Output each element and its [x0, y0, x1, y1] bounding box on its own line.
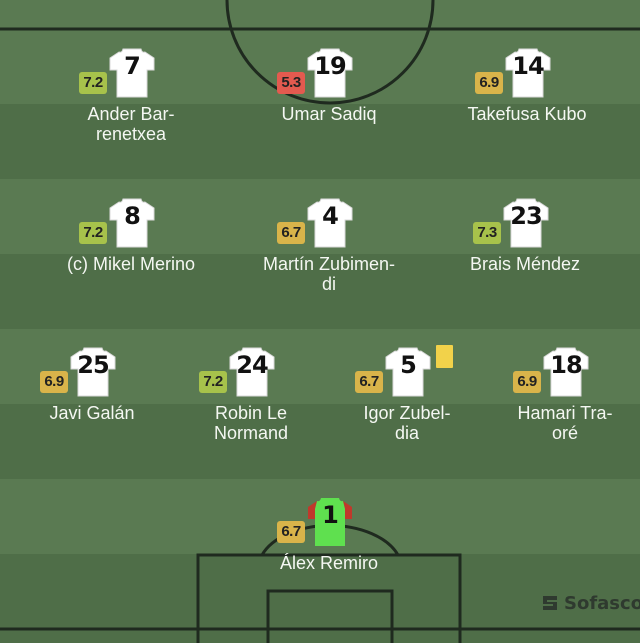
player-name: Umar Sadiq: [239, 104, 419, 124]
penalty-box: [196, 553, 462, 643]
player-name-line: Umar Sadiq: [281, 104, 377, 124]
player-rating-badge: 6.7: [277, 222, 305, 244]
player-name-line: Ander Bar-: [87, 104, 175, 124]
shirt-icon: 7: [109, 46, 155, 98]
player-name-line: oré: [551, 423, 578, 443]
player-name-line: di: [321, 274, 336, 294]
player-name: Hamari Tra- oré: [475, 403, 640, 443]
shirt-icon: 8: [109, 196, 155, 248]
sofascore-logo-icon: [543, 596, 557, 610]
player-name-line: Javi Galán: [49, 403, 135, 423]
player-card[interactable]: 5 6.7 Igor Zubel- dia: [317, 345, 497, 475]
center-circle: [225, 0, 435, 105]
player-name: Javi Galán: [2, 403, 182, 423]
player-card[interactable]: 25 6.9 Javi Galán: [2, 345, 182, 475]
pitch-stripe: [0, 104, 640, 179]
shirt-number: 23: [510, 202, 542, 230]
player-card[interactable]: 19 5.3 Umar Sadiq: [239, 46, 419, 176]
player-name-line: Takefusa Kubo: [467, 104, 587, 124]
sofascore-watermark: Sofasco: [540, 591, 640, 615]
player-rating-badge: 6.7: [277, 521, 305, 543]
player-name: Ander Bar- renetxea: [41, 104, 221, 144]
player-rating-badge: 6.9: [475, 72, 503, 94]
player-name-line: Normand: [213, 423, 289, 443]
player-card[interactable]: 23 7.3 Brais Méndez: [435, 196, 615, 326]
shirt-number: 4: [322, 202, 339, 230]
player-rating-badge: 6.9: [513, 371, 541, 393]
player-card[interactable]: 1 6.7 Álex Remiro: [239, 495, 419, 625]
player-name-line: Álex Remiro: [279, 553, 379, 573]
shirt-icon: 14: [505, 46, 551, 98]
player-card[interactable]: 4 6.7 Martín Zubimen- di: [239, 196, 419, 326]
player-rating-badge: 7.2: [79, 72, 107, 94]
watermark-text: Sofasco: [564, 592, 640, 614]
player-name-line: Brais Méndez: [469, 254, 581, 274]
player-rating-badge: 7.2: [79, 222, 107, 244]
player-name: Takefusa Kubo: [437, 104, 617, 124]
pitch-stripe: [0, 254, 640, 329]
player-rating-badge: 6.9: [40, 371, 68, 393]
player-name-line: renetxea: [95, 124, 167, 144]
player-name-line: dia: [394, 423, 420, 443]
yellow-card-icon: [436, 345, 453, 368]
goal-box: [266, 589, 394, 643]
goalkeeper-shirt-icon: 1: [307, 495, 353, 547]
player-card[interactable]: 14 6.9 Takefusa Kubo: [437, 46, 617, 176]
shirt-icon: 5: [385, 345, 431, 397]
player-card[interactable]: 8 7.2 (c) Mikel Merino: [41, 196, 221, 326]
shirt-number: 7: [124, 52, 141, 80]
player-card[interactable]: 7 7.2 Ander Bar- renetxea: [41, 46, 221, 176]
player-name: Martín Zubimen- di: [239, 254, 419, 294]
shirt-number: 18: [550, 351, 582, 379]
shirt-number: 24: [236, 351, 268, 379]
shirt-icon: 23: [503, 196, 549, 248]
player-name-line: (c) Mikel Merino: [66, 254, 195, 274]
shirt-icon: 25: [70, 345, 116, 397]
pitch-stripe: [0, 404, 640, 479]
shirt-icon: 19: [307, 46, 353, 98]
player-name-line: Hamari Tra-: [517, 403, 613, 423]
player-name: Álex Remiro: [239, 553, 419, 573]
shirt-number: 14: [512, 52, 544, 80]
pitch-stripe: [0, 0, 640, 29]
player-name: (c) Mikel Merino: [41, 254, 221, 274]
player-card[interactable]: 24 7.2 Robin Le Normand: [161, 345, 341, 475]
shirt-number: 1: [322, 501, 339, 529]
shirt-number: 19: [314, 52, 346, 80]
player-card[interactable]: 18 6.9 Hamari Tra- oré: [475, 345, 640, 475]
player-name-line: Martín Zubimen-: [262, 254, 396, 274]
shirt-number: 8: [124, 202, 141, 230]
player-rating-badge: 5.3: [277, 72, 305, 94]
shirt-icon: 4: [307, 196, 353, 248]
player-name-line: Igor Zubel-: [363, 403, 451, 423]
player-name: Robin Le Normand: [161, 403, 341, 443]
shirt-number: 25: [77, 351, 109, 379]
shirt-icon: 18: [543, 345, 589, 397]
player-rating-badge: 7.2: [199, 371, 227, 393]
player-name-line: Robin Le: [214, 403, 288, 423]
player-rating-badge: 7.3: [473, 222, 501, 244]
player-name: Igor Zubel- dia: [317, 403, 497, 443]
player-name: Brais Méndez: [435, 254, 615, 274]
shirt-number: 5: [400, 351, 417, 379]
shirt-icon: 24: [229, 345, 275, 397]
player-rating-badge: 6.7: [355, 371, 383, 393]
